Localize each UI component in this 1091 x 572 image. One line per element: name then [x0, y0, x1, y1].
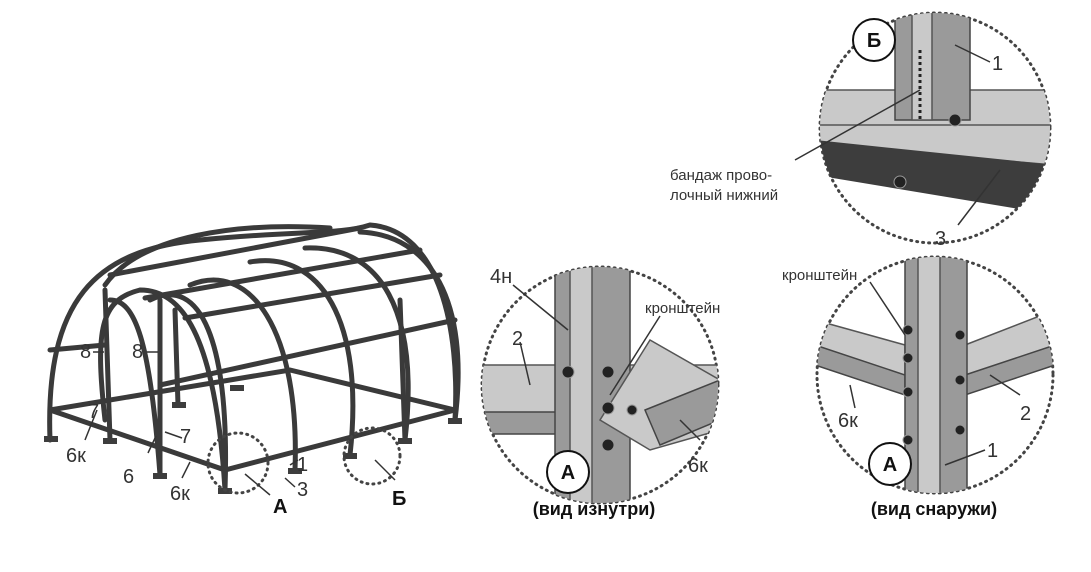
label-part-4n: 4н — [490, 266, 512, 288]
label-part-6k-left: 6к — [66, 445, 86, 467]
detail-b: Б 1 бандаж прово- лочный нижний 3 — [670, 11, 1052, 250]
label-part-3: 3 — [297, 479, 308, 501]
label-part-6k-outside: 6к — [838, 410, 858, 432]
label-part-6k-right: 6к — [170, 483, 190, 505]
label-wire-band-2: лочный нижний — [670, 187, 778, 204]
label-bracket-inside: кронштейн — [645, 300, 720, 317]
label-part-1-b: 1 — [992, 53, 1003, 75]
label-bracket-outside: кронштейн — [782, 267, 857, 284]
callout-circle-b — [342, 426, 402, 486]
label-part-6: 6 — [123, 466, 134, 488]
label-part-2-outside: 2 — [1020, 403, 1031, 425]
marker-a-outside: А — [883, 454, 897, 476]
caption-outside: (вид снаружи) — [871, 499, 997, 519]
callout-label-b: Б — [392, 488, 406, 510]
label-part-7-left: 7 — [88, 401, 99, 423]
marker-a-inside: А — [561, 462, 575, 484]
label-part-8-right: 8 — [132, 341, 143, 363]
detail-a-outside: кронштейн 6к 2 1 А (вид снаружи) — [782, 255, 1055, 519]
label-part-8-left: 8 — [80, 341, 91, 363]
label-part-7-right: 7 — [180, 426, 191, 448]
marker-a-outside-circle — [868, 442, 912, 486]
label-wire-band-1: бандаж прово- — [670, 167, 772, 184]
label-part-2-inside: 2 — [512, 328, 523, 350]
label-part-3-b: 3 — [935, 228, 946, 250]
caption-inside: (вид изнутри) — [533, 499, 656, 519]
greenhouse-frame: 8 8 7 6к 6 7 6к 1 3 А Б — [44, 222, 462, 518]
label-part-1: 1 — [297, 454, 308, 476]
marker-b-circle — [852, 18, 896, 62]
marker-a-inside-circle — [546, 450, 590, 494]
callout-label-a: А — [273, 496, 287, 518]
label-part-6k-inside: 6к — [688, 455, 708, 477]
detail-a-inside: 4н 2 кронштейн 6к А (вид изнутри) — [480, 265, 720, 519]
callout-circle-a — [206, 431, 270, 495]
marker-b: Б — [867, 30, 881, 52]
label-part-1-outside: 1 — [987, 440, 998, 462]
